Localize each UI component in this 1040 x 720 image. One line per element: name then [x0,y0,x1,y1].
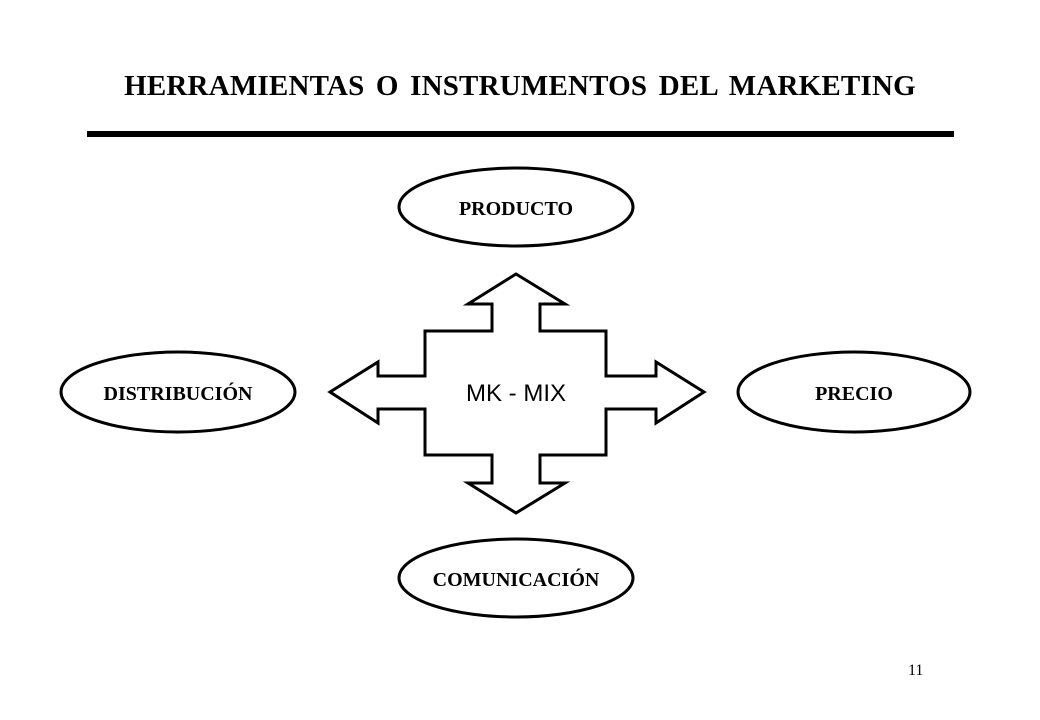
center-label-mk-mix: MK - MIX [466,380,566,407]
node-producto-oval [397,166,635,248]
node-comunicacion: COMUNICACIÓN [397,537,635,619]
four-way-arrow-shape [327,272,707,515]
node-producto-label: PRODUCTO [459,198,573,220]
node-distribucion-oval [59,350,297,434]
node-comunicacion-label: COMUNICACIÓN [433,567,600,591]
node-distribucion: DISTRIBUCIÓN [59,350,297,434]
node-precio-oval [736,350,972,434]
node-precio: PRECIO [736,350,972,434]
node-precio-label: PRECIO [815,383,893,405]
node-comunicacion-oval [397,537,635,619]
page-number: 11 [908,662,924,679]
node-distribucion-label: DISTRIBUCIÓN [104,381,253,405]
slide-title: HERRAMIENTAS O INSTRUMENTOS DEL MARKETIN… [124,70,916,102]
title-underline [87,131,954,137]
node-producto: PRODUCTO [397,166,635,248]
